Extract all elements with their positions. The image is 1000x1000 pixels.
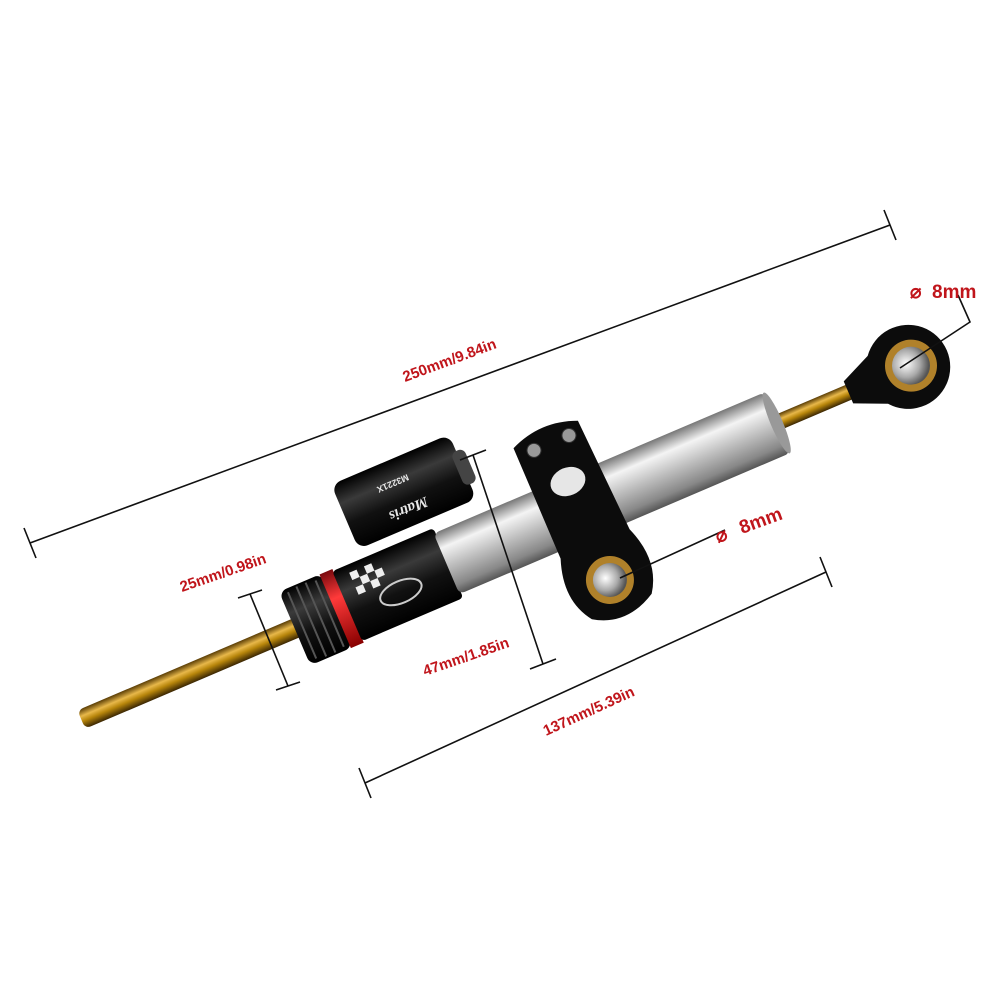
gold-piston-rod-left xyxy=(79,614,314,727)
knurling xyxy=(287,580,345,659)
body-end-cap xyxy=(762,392,791,454)
body-diameter-label: 25mm/0.98in xyxy=(178,550,269,595)
clamp-bolt-icon xyxy=(526,442,542,458)
clamp-eye-bearing xyxy=(592,562,627,597)
red-ring xyxy=(319,568,364,649)
rod-end-bearing xyxy=(891,346,930,385)
adjuster-knob xyxy=(281,576,351,663)
gold-piston-rod-right xyxy=(762,381,861,436)
diameter-symbol-icon: ⌀ xyxy=(713,524,731,548)
clamp-height-label: 47mm/1.85in xyxy=(421,634,512,679)
dimension-rod-end-hole: ⌀ 8mm xyxy=(899,282,976,369)
reservoir-cylinder xyxy=(334,437,474,546)
clamp-bolt-icon xyxy=(561,427,577,443)
diameter-symbol-icon: ⌀ xyxy=(910,282,922,303)
clamp-hole-label: 8mm xyxy=(737,504,786,539)
reservoir-cap xyxy=(452,449,476,485)
checkered-flag-graphic xyxy=(349,563,385,595)
rod-end-hole-label: 8mm xyxy=(932,282,976,303)
stroke-length-label: 137mm/5.39in xyxy=(541,683,638,739)
brand-emblem xyxy=(379,577,423,607)
overall-length-label: 250mm/9.84in xyxy=(400,336,498,386)
damper-head xyxy=(333,529,462,640)
clamp-slot xyxy=(550,466,586,497)
